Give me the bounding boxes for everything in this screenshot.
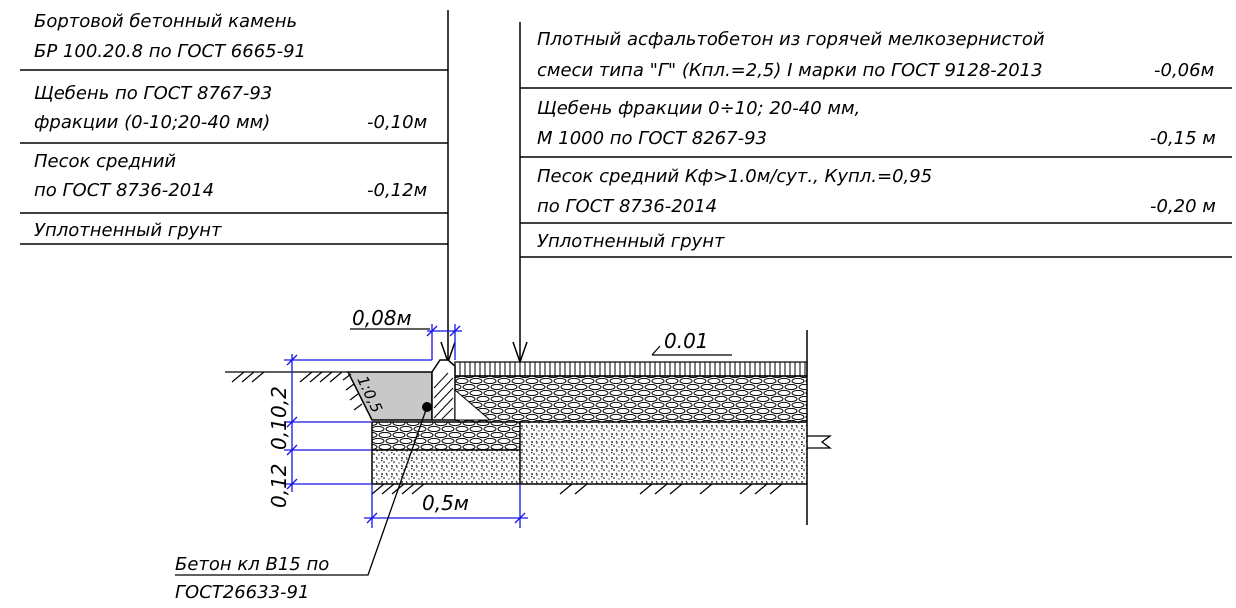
left-sand-label-line2: по ГОСТ 8736-2014 <box>34 180 214 201</box>
road-gravel-layer <box>455 376 807 422</box>
curb-stone <box>431 359 456 421</box>
left-gravel-label-line1: Щебень по ГОСТ 8767-93 <box>34 83 272 104</box>
layer-boundaries <box>371 330 808 525</box>
curb-height-dimension: 0,2 <box>267 386 291 418</box>
right-legend-text: Плотный асфальтобетон из горячей мелкозе… <box>537 29 1216 252</box>
slope-dimension: 0.01 <box>664 329 709 353</box>
concrete-callout: Бетон кл В15 по ГОСТ26633-91 <box>175 406 428 603</box>
gravel-depth-dimension: 0,1 <box>267 418 291 450</box>
left-legend <box>20 10 449 362</box>
road-sand-layer <box>520 422 807 484</box>
left-gravel-label-line2: фракции (0-10;20-40 мм) <box>34 112 270 133</box>
concrete-leader-line <box>175 406 428 576</box>
break-symbol <box>807 435 832 449</box>
dimension-lines <box>284 324 528 528</box>
curb-label-line2: БР 100.20.8 по ГОСТ 6665-91 <box>34 41 306 62</box>
curb-width-dimension: 0,08м <box>352 306 412 330</box>
right-soil-label: Уплотненный грунт <box>537 231 725 252</box>
left-soil-label: Уплотненный грунт <box>34 220 222 241</box>
concrete-label-line1: Бетон кл В15 по <box>175 554 329 575</box>
asphalt-layer <box>454 361 808 377</box>
curb-hatching <box>433 372 454 420</box>
right-sand-label-line2: по ГОСТ 8736-2014 <box>537 196 717 217</box>
asphalt-hatching <box>459 362 806 376</box>
right-gravel-label-line2: М 1000 по ГОСТ 8267-93 <box>537 128 767 149</box>
asphalt-thickness: -0,06м <box>1154 60 1214 81</box>
curb-fillet <box>454 388 492 421</box>
left-sand-label-line1: Песок средний <box>34 151 176 172</box>
ground-hatching <box>225 371 783 495</box>
right-sand-thickness: -0,20 м <box>1150 196 1216 217</box>
concrete-label-line2: ГОСТ26633-91 <box>175 582 309 603</box>
right-gravel-label-line1: Щебень фракции 0÷10; 20-40 мм, <box>537 98 860 119</box>
right-gravel-thickness: -0,15 м <box>1150 128 1216 149</box>
left-legend-text: Бортовой бетонный камень БР 100.20.8 по … <box>34 11 427 241</box>
leader-arrows <box>440 341 528 365</box>
curb-label-line1: Бортовой бетонный камень <box>34 11 297 32</box>
road-layers: 1:0,5 <box>225 330 832 525</box>
left-gravel-thickness: -0,10м <box>367 112 427 133</box>
dimension-texts: 0,08м 0.01 0,2 0,1 0,12 0,5м <box>267 306 732 515</box>
base-width-dimension: 0,5м <box>422 491 469 515</box>
curb-gravel-layer <box>372 422 520 450</box>
asphalt-label-line2: смеси типа "Г" (Кпл.=2,5) I марки по ГОС… <box>537 60 1043 81</box>
sand-depth-dimension: 0,12 <box>267 463 291 508</box>
right-sand-label-line1: Песок средний Кф>1.0м/сут., Купл.=0,95 <box>537 166 932 187</box>
left-sand-thickness: -0,12м <box>367 180 427 201</box>
curb-sand-layer <box>372 450 520 484</box>
right-legend <box>519 22 1232 362</box>
asphalt-label-line1: Плотный асфальтобетон из горячей мелкозе… <box>537 29 1045 50</box>
